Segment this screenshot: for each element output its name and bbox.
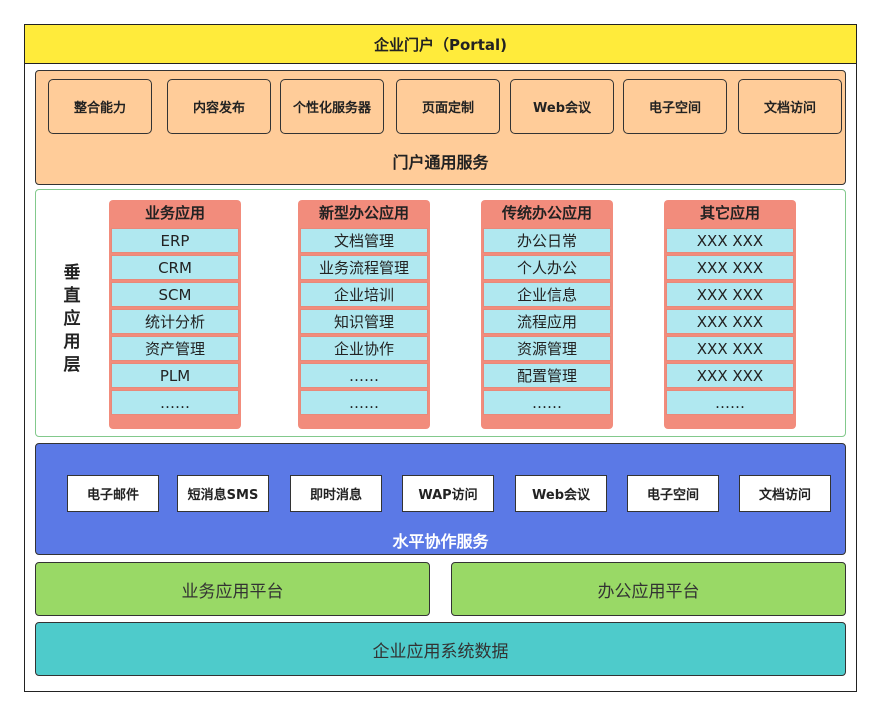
- column-item: ……: [483, 390, 611, 415]
- portal-service-web-meeting: Web会议: [510, 79, 614, 134]
- column-title: 业务应用: [144, 204, 205, 222]
- column-item: 知识管理: [300, 309, 428, 334]
- column-item: XXX XXX: [666, 309, 794, 334]
- business-platform: 业务应用平台: [35, 562, 430, 616]
- vertical-layer-label-char: 直: [63, 286, 81, 306]
- column-item: CRM: [111, 255, 239, 280]
- column-item: 企业信息: [483, 282, 611, 307]
- column-title: 传统办公应用: [501, 204, 592, 222]
- column-item: ……: [111, 390, 239, 415]
- column-traditional-office-apps: 传统办公应用 办公日常 个人办公 企业信息 流程应用 资源管理 配置管理 ……: [481, 200, 613, 429]
- column-item: 配置管理: [483, 363, 611, 388]
- column-title: 其它应用: [699, 204, 760, 222]
- column-item: ERP: [111, 228, 239, 253]
- portal-service-content-publish: 内容发布: [167, 79, 271, 134]
- h-service-e-space: 电子空间: [627, 475, 719, 512]
- column-title: 新型办公应用: [318, 204, 409, 222]
- horizontal-collaboration-panel: 电子邮件 短消息SMS 即时消息 WAP访问 Web会议 电子空间 文档访问 水…: [35, 443, 846, 555]
- portal-services-title: 门户通用服务: [392, 153, 489, 172]
- column-item: ……: [300, 363, 428, 388]
- column-item: 办公日常: [483, 228, 611, 253]
- column-item: 企业培训: [300, 282, 428, 307]
- column-item: 统计分析: [111, 309, 239, 334]
- portal-service-integration: 整合能力: [48, 79, 152, 134]
- vertical-layer-label-char: 层: [63, 355, 81, 375]
- column-item: ……: [666, 390, 794, 415]
- h-service-wap: WAP访问: [402, 475, 494, 512]
- portal-title: 企业门户（Portal): [374, 35, 507, 54]
- column-item: 文档管理: [300, 228, 428, 253]
- h-service-im: 即时消息: [290, 475, 382, 512]
- column-other-apps: 其它应用 XXX XXX XXX XXX XXX XXX XXX XXX XXX…: [664, 200, 796, 429]
- column-business-apps: 业务应用 ERP CRM SCM 统计分析 资产管理 PLM ……: [109, 200, 241, 429]
- column-item: ……: [300, 390, 428, 415]
- column-item: XXX XXX: [666, 255, 794, 280]
- portal-service-doc-access: 文档访问: [738, 79, 842, 134]
- column-new-office-apps: 新型办公应用 文档管理 业务流程管理 企业培训 知识管理 企业协作 …… ……: [298, 200, 430, 429]
- column-item: XXX XXX: [666, 282, 794, 307]
- portal-service-page-customization: 页面定制: [396, 79, 500, 134]
- vertical-layer-label-char: 应: [63, 309, 81, 329]
- column-item: 资产管理: [111, 336, 239, 361]
- column-item: XXX XXX: [666, 228, 794, 253]
- column-item: XXX XXX: [666, 363, 794, 388]
- column-item: 企业协作: [300, 336, 428, 361]
- column-item: 资源管理: [483, 336, 611, 361]
- column-item: 个人办公: [483, 255, 611, 280]
- vertical-layer-label-char: 用: [63, 332, 81, 352]
- business-platform-label: 业务应用平台: [181, 581, 284, 602]
- horizontal-title: 水平协作服务: [392, 532, 489, 551]
- vertical-layer-label-char: 垂: [63, 263, 81, 283]
- enterprise-data-layer: 企业应用系统数据: [35, 622, 846, 676]
- column-item: SCM: [111, 282, 239, 307]
- enterprise-data-label: 企业应用系统数据: [372, 641, 509, 662]
- office-platform: 办公应用平台: [451, 562, 846, 616]
- portal-service-personalization: 个性化服务器: [280, 79, 384, 134]
- portal-service-e-space: 电子空间: [623, 79, 727, 134]
- portal-services-panel: 整合能力 内容发布 个性化服务器 页面定制 Web会议 电子空间 文档访问 门户…: [35, 70, 846, 185]
- h-service-email: 电子邮件: [67, 475, 159, 512]
- office-platform-label: 办公应用平台: [597, 581, 700, 602]
- column-item: PLM: [111, 363, 239, 388]
- column-item: XXX XXX: [666, 336, 794, 361]
- h-service-doc-access: 文档访问: [739, 475, 831, 512]
- column-item: 业务流程管理: [300, 255, 428, 280]
- column-item: 流程应用: [483, 309, 611, 334]
- portal-header: 企业门户（Portal): [24, 24, 857, 64]
- h-service-web-meeting: Web会议: [515, 475, 607, 512]
- h-service-sms: 短消息SMS: [177, 475, 269, 512]
- vertical-layer-label: 垂 直 应 用 层: [60, 262, 84, 377]
